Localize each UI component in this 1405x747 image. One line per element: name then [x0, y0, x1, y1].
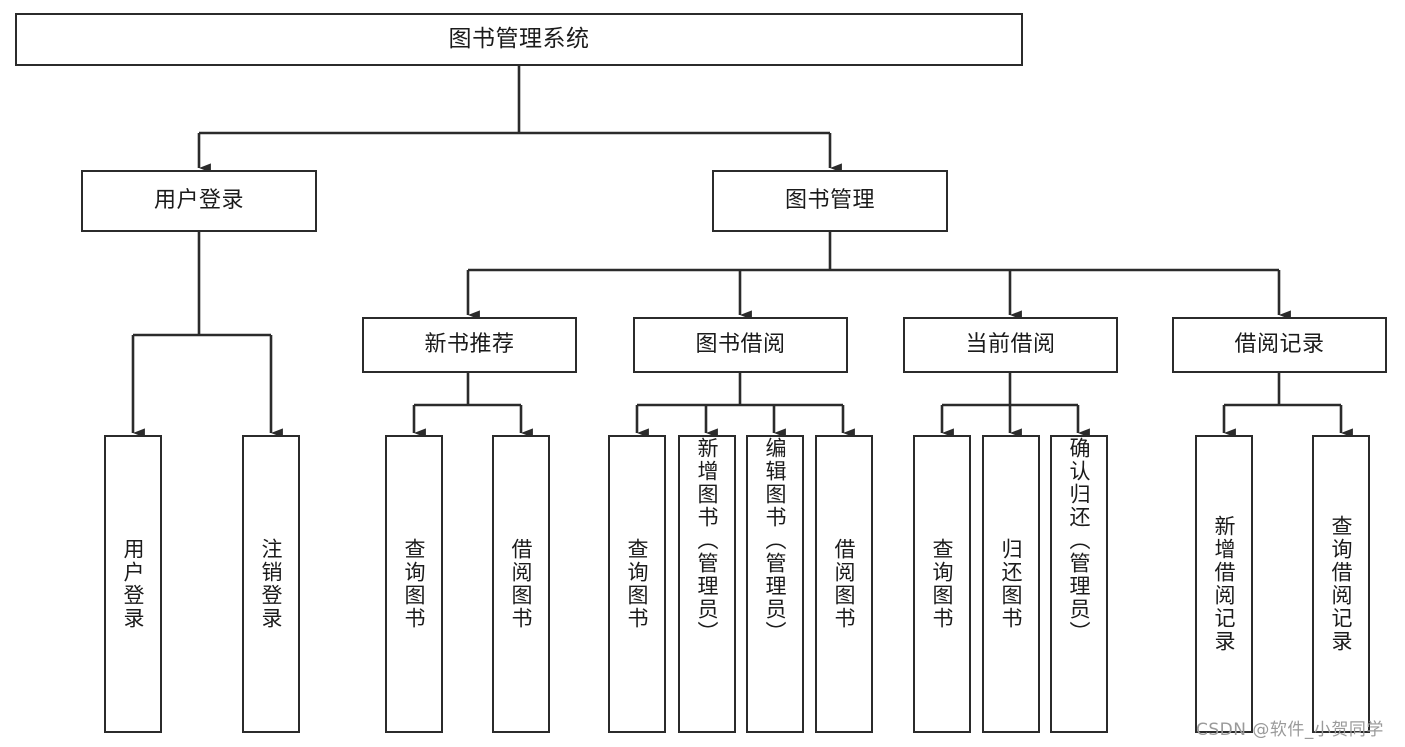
- leaf-user-login[interactable]: 用户登录: [104, 435, 162, 733]
- node-borrow-record[interactable]: 借阅记录: [1172, 317, 1387, 373]
- node-label: 用户登录: [153, 188, 244, 214]
- leaf-borrow-book-1[interactable]: 借阅图书: [492, 435, 550, 733]
- node-label: 查询借阅记录: [1329, 515, 1354, 653]
- node-user-login[interactable]: 用户登录: [81, 170, 317, 232]
- leaf-confirm-return-admin[interactable]: 确认归还（管理员）: [1050, 435, 1108, 733]
- leaf-add-book-admin[interactable]: 新增图书（管理员）: [678, 435, 736, 733]
- node-label: 编辑图书（管理员）: [763, 437, 788, 644]
- node-label: 新增图书（管理员）: [695, 437, 720, 644]
- leaf-edit-book-admin[interactable]: 编辑图书（管理员）: [746, 435, 804, 733]
- node-label: 归还图书: [999, 538, 1024, 630]
- node-label: 新增借阅记录: [1212, 515, 1237, 653]
- leaf-query-borrow-record[interactable]: 查询借阅记录: [1312, 435, 1370, 733]
- node-label: 用户登录: [121, 538, 146, 630]
- node-label: 图书管理系统: [448, 25, 590, 52]
- node-label: 图书借阅: [695, 332, 786, 358]
- leaf-query-book-1[interactable]: 查询图书: [385, 435, 443, 733]
- leaf-query-book-2[interactable]: 查询图书: [608, 435, 666, 733]
- node-label: 查询图书: [402, 538, 427, 630]
- leaf-logout-login[interactable]: 注销登录: [242, 435, 300, 733]
- node-root-book-management-system[interactable]: 图书管理系统: [15, 13, 1023, 66]
- node-label: 借阅图书: [832, 538, 857, 630]
- node-current-borrow[interactable]: 当前借阅: [903, 317, 1118, 373]
- leaf-query-book-3[interactable]: 查询图书: [913, 435, 971, 733]
- node-label: 新书推荐: [424, 332, 515, 358]
- leaf-return-book[interactable]: 归还图书: [982, 435, 1040, 733]
- node-book-borrow[interactable]: 图书借阅: [633, 317, 848, 373]
- node-label: 注销登录: [259, 538, 284, 630]
- node-label: 借阅图书: [509, 538, 534, 630]
- node-label: 借阅记录: [1234, 332, 1325, 358]
- node-label: 图书管理: [784, 188, 875, 214]
- node-book-management[interactable]: 图书管理: [712, 170, 948, 232]
- csdn-watermark: CSDN @软件_小贺同学: [1196, 720, 1384, 740]
- node-label: 查询图书: [625, 538, 650, 630]
- node-label: 确认归还（管理员）: [1067, 437, 1092, 644]
- node-label: 查询图书: [930, 538, 955, 630]
- node-label: 当前借阅: [965, 332, 1056, 358]
- node-new-book-recommend[interactable]: 新书推荐: [362, 317, 577, 373]
- leaf-add-borrow-record[interactable]: 新增借阅记录: [1195, 435, 1253, 733]
- leaf-borrow-book-2[interactable]: 借阅图书: [815, 435, 873, 733]
